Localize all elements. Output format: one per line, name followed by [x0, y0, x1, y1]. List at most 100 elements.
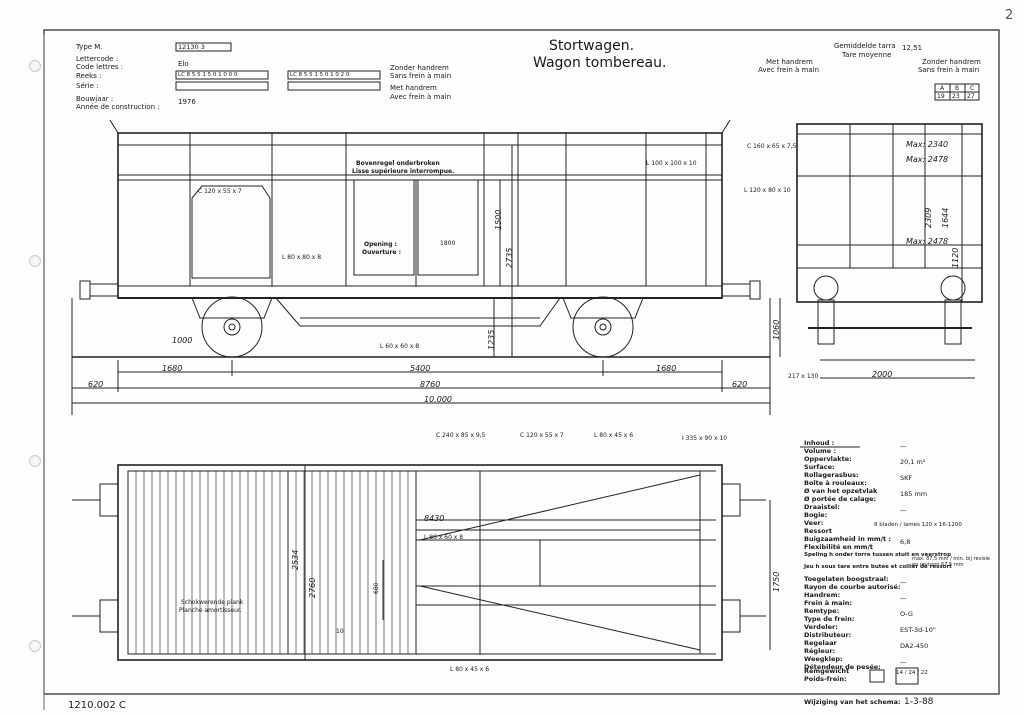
title-nl: Stortwagen.	[549, 38, 635, 54]
bouwjaar-value: 1976	[178, 98, 196, 106]
spec-label-nl: Weegklep:	[804, 655, 843, 663]
spec-value: DA2-450	[900, 642, 929, 650]
end-c-profile: C 160 x 65 x 7,5	[747, 143, 797, 150]
binder-hole	[29, 60, 41, 72]
type-value: 12130 3	[178, 43, 205, 51]
plan-dim-10: 10	[336, 628, 344, 635]
lettercode-label: Lettercode :	[76, 55, 119, 63]
spec-label-nl: Remtype:	[804, 607, 840, 615]
end-l-profile: L 120 x 80 x 10	[744, 187, 791, 194]
serie-label: Série :	[76, 82, 99, 90]
plan-dim-680: 680	[373, 582, 380, 594]
end-width-2000: 2000	[872, 370, 893, 379]
dim-5400: 5400	[410, 364, 431, 373]
spec-label-fr: Rayon de courbe autorisé:	[804, 583, 901, 591]
code-lettres-label: Code lettres :	[76, 63, 124, 71]
spec-value: 14 / 24 / 22	[896, 670, 928, 676]
wijziging-value: 1-3-88	[904, 697, 934, 707]
annee-label: Année de construction :	[76, 103, 160, 111]
wijziging-label: Wijziging van het schema:	[804, 698, 901, 706]
spec-label-nl: Rollagerasbus:	[804, 471, 859, 479]
spec-value: —	[900, 506, 907, 514]
bouwjaar-label: Bouwjaar :	[76, 95, 114, 103]
binder-hole	[29, 455, 41, 467]
bovenregel-label: Bovenregel onderbroken	[356, 160, 440, 167]
opening-label: Opening :	[364, 241, 397, 248]
type-label: Type M.	[76, 43, 103, 51]
binder-hole	[29, 640, 41, 652]
plan-width-1750: 1750	[772, 571, 781, 592]
plan-width-2534: 2534	[291, 549, 300, 570]
plan-c-top-left: C 240 x 85 x 9,5	[436, 432, 486, 439]
gem-tarra: Gemiddelde tarra	[834, 42, 896, 50]
spec-value: SKF	[900, 474, 913, 482]
spec-label-fr: Frein à main:	[804, 599, 853, 607]
height-1060: 1060	[772, 319, 781, 340]
plank-fr: Planche amortisseur.	[179, 607, 242, 614]
abc-b: B	[955, 85, 960, 92]
spec-label-fr: Volume :	[804, 447, 837, 455]
spec-value: 8 bladen / lames 120 x 16-1200	[874, 522, 962, 528]
side-l-profile-bottom: L 60 x 60 x 8	[380, 343, 420, 350]
plan-dim-8430: 8430	[424, 514, 445, 523]
abc-value-b: 23	[952, 93, 960, 100]
spec-label-nl: Toegelaten boogstraal:	[804, 575, 889, 583]
spec-label-fr: Poids-frein:	[804, 675, 847, 683]
spec-label-fr: Régleur:	[804, 647, 836, 655]
spec-label-fr: Distributeur:	[804, 631, 852, 639]
plank-nl: Schokwerende plank	[181, 599, 244, 606]
side-l-profile-mid: L 80 x 80 x 8	[282, 254, 322, 261]
spec-label-fr: Surface:	[804, 463, 835, 471]
plan-l-bottom: L 80 x 45 x 6	[450, 666, 490, 673]
spec-label-fr: Bogie:	[804, 511, 828, 519]
spec-value: —	[900, 578, 907, 586]
spec-value: —	[900, 594, 907, 602]
tare-moyenne: Tare moyenne	[842, 51, 892, 59]
zonder-handrem: Zonder handrem	[390, 64, 449, 72]
plan-c-top-mid: C 120 x 55 x 7	[520, 432, 564, 439]
plan-l-top: L 80 x 45 x 6	[594, 432, 634, 439]
spec-label-fr: Ø portée de calage:	[804, 495, 877, 503]
spec-label-nl: Draaistel:	[804, 503, 840, 511]
spec-label-nl: Regelaar	[804, 639, 837, 647]
spec-label-nl: Remgewicht	[804, 667, 850, 675]
spec-label-nl: Handrem:	[804, 591, 841, 599]
right-avec-frein: Avec frein à main	[758, 66, 820, 74]
spec-label-fr: Jeu h sous tare entre butée et collier d…	[804, 564, 952, 570]
spec-label-nl: Inhoud :	[804, 439, 835, 447]
tarra-value: 12,51	[902, 44, 923, 52]
opening-value: 1800	[440, 240, 456, 247]
spec-label-fr: Détendeur de pesée:	[804, 663, 881, 671]
end-max-2478-top: Max: 2478	[906, 155, 949, 164]
dim-1680-right: 1680	[656, 364, 677, 373]
height-1235: 1235	[487, 329, 496, 350]
sans-frein: Sans frein à main	[390, 72, 452, 80]
end-height-1644: 1644	[941, 207, 950, 228]
dim-10000: 10.000	[424, 395, 452, 404]
spec-label-fr: Type de frein:	[804, 615, 855, 623]
spec-label-nl: Verdeler:	[804, 623, 838, 631]
spec-label-fr: Boîte à rouleaux:	[804, 479, 867, 487]
abc-c: C	[970, 85, 975, 92]
end-max-2478-bottom: Max: 2478	[906, 237, 949, 246]
side-c-profile: C 120 x 55 x 7	[198, 188, 242, 195]
abc-value-a: 19	[937, 93, 945, 100]
drawing-number: 1210.002 C	[68, 700, 126, 711]
side-l-profile-top: L 100 x 100 x 10	[646, 160, 697, 167]
avec-frein: Avec frein à main	[390, 93, 452, 101]
ouverture-label: Ouverture :	[362, 249, 401, 256]
spec-value: —	[900, 658, 907, 666]
lisse-label: Lisse supérieure interrompue.	[352, 168, 455, 175]
spec-label-nl: Veer:	[804, 519, 824, 527]
spec-label-nl: Ø van het opzetvlak	[804, 487, 878, 495]
reeks-label: Reeks :	[76, 72, 102, 80]
abc-value-c: 27	[967, 93, 975, 100]
dim-8760: 8760	[420, 380, 441, 389]
dim-620-right: 620	[732, 380, 748, 389]
spec-value: max. 87,5 mm / min. bij revisie en revis…	[912, 556, 990, 568]
spec-label-nl: Speling h onder torre tussen stuit en ve…	[804, 552, 952, 558]
plan-width-2760: 2760	[308, 577, 317, 598]
reeks-value-1: LC 8 5 5 1 5 0 1 0 0 0	[178, 72, 238, 78]
